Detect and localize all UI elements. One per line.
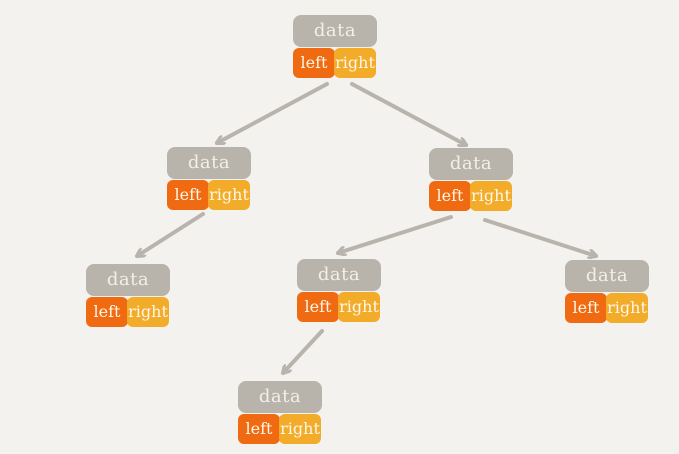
edge-rightleft-to-left bbox=[283, 329, 324, 373]
node-right-pointer: right bbox=[470, 181, 512, 211]
node-left-pointer: left bbox=[297, 292, 339, 322]
node-data-field: data bbox=[86, 264, 170, 296]
tree-node-right-left: data left right bbox=[297, 259, 383, 323]
edge-root-to-left bbox=[217, 82, 329, 143]
node-data-field: data bbox=[238, 381, 322, 413]
tree-node-left-left: data left right bbox=[86, 264, 172, 328]
node-left-pointer: left bbox=[565, 293, 607, 323]
edge-root-to-right bbox=[350, 82, 466, 145]
node-left-pointer: left bbox=[86, 297, 128, 327]
node-right-pointer: right bbox=[606, 293, 648, 323]
node-data-field: data bbox=[429, 148, 513, 180]
node-right-pointer: right bbox=[208, 180, 250, 210]
node-left-pointer: left bbox=[293, 48, 335, 78]
node-left-pointer: left bbox=[167, 180, 209, 210]
node-right-pointer: right bbox=[279, 414, 321, 444]
edge-right-to-right bbox=[483, 218, 596, 256]
node-data-field: data bbox=[565, 260, 649, 292]
node-left-pointer: left bbox=[238, 414, 280, 444]
node-data-field: data bbox=[167, 147, 251, 179]
tree-node-root: data left right bbox=[293, 15, 379, 79]
node-right-pointer: right bbox=[127, 297, 169, 327]
node-data-field: data bbox=[293, 15, 377, 47]
tree-node-right-left-left: data left right bbox=[238, 381, 324, 445]
node-data-field: data bbox=[297, 259, 381, 291]
node-left-pointer: left bbox=[429, 181, 471, 211]
node-right-pointer: right bbox=[334, 48, 376, 78]
tree-node-right: data left right bbox=[429, 148, 515, 212]
tree-node-right-right: data left right bbox=[565, 260, 651, 324]
node-right-pointer: right bbox=[338, 292, 380, 322]
edge-left-to-left bbox=[137, 212, 205, 256]
edge-right-to-left bbox=[338, 215, 453, 253]
tree-node-left: data left right bbox=[167, 147, 253, 211]
